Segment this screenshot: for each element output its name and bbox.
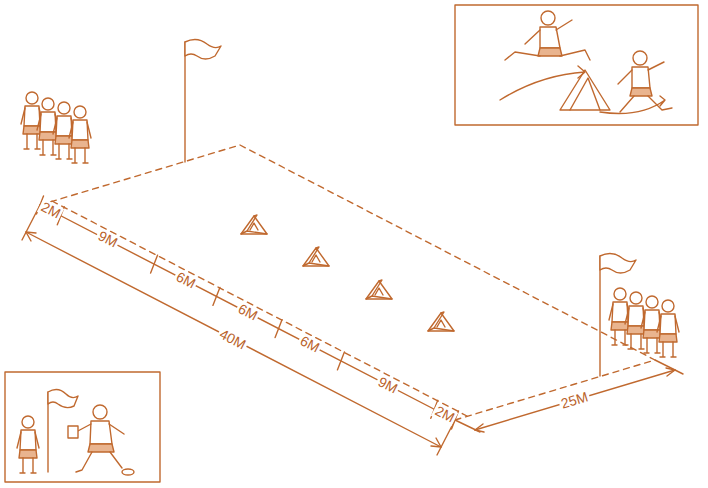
left-team (21, 92, 91, 163)
width-dimension-label: 25M (558, 388, 592, 411)
hurdle-jump-inset (455, 5, 698, 125)
segment-dimension: 6M (171, 268, 199, 292)
segment-dimension: 9M (374, 373, 402, 397)
segment-dimension: 6M (296, 333, 324, 357)
hurdles (241, 215, 454, 331)
segment-dimension: 6M (234, 300, 262, 324)
segment-dimension: 9M (94, 228, 122, 252)
length-dimension-label: 40M (216, 325, 251, 353)
flag-turn-inset (5, 372, 160, 482)
right-team (609, 288, 679, 357)
width-dimension (455, 360, 683, 432)
